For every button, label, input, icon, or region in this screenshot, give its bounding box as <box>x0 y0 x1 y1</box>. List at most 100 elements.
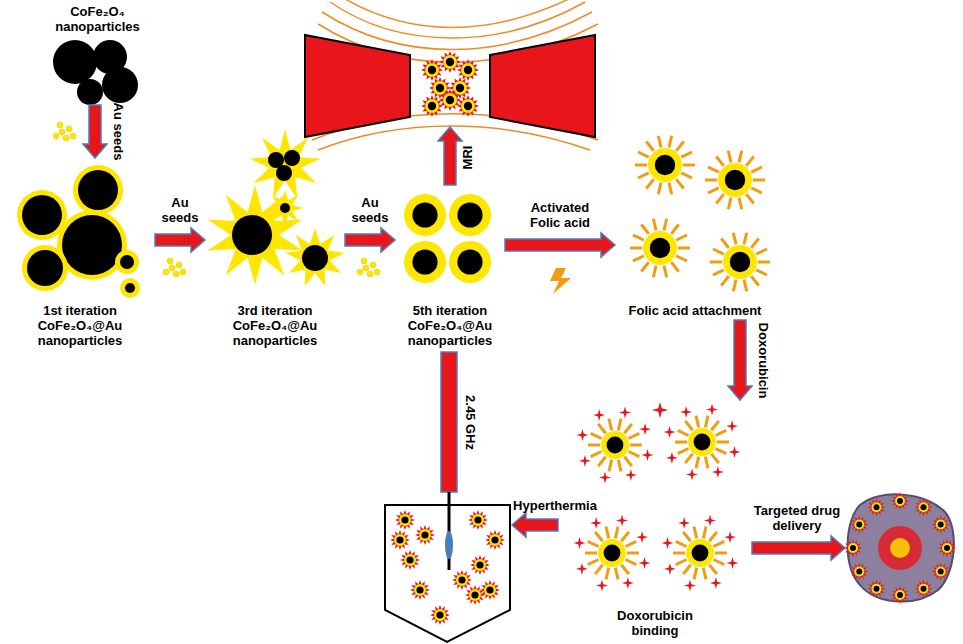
microwave-bar <box>441 352 457 492</box>
ferrite-core <box>232 215 272 255</box>
doxorubicin-mark <box>622 577 634 589</box>
particle-spikes <box>415 525 435 545</box>
particle-spikes <box>844 539 862 557</box>
doxorubicin-mark <box>666 452 678 464</box>
ferrite-core <box>856 522 862 528</box>
block-arrow <box>83 105 107 158</box>
folic-acid-ray <box>669 183 672 195</box>
gold-shell <box>115 250 139 274</box>
particle-spikes <box>932 563 950 581</box>
folic-acid-ray <box>626 541 637 546</box>
gold-shell <box>872 502 882 512</box>
folic-acid-ray <box>675 441 687 444</box>
ferrite-core <box>412 249 437 274</box>
folic-acid-ray <box>711 421 718 430</box>
ferrite-core <box>446 58 454 66</box>
doxorubicin-mark <box>724 531 736 543</box>
ferrite-particle <box>102 67 138 103</box>
doxorubicin-mark <box>662 537 674 549</box>
gold-seed <box>370 262 376 268</box>
folic-acid-ray <box>664 266 667 278</box>
doxorubicin-mark <box>680 406 692 418</box>
magnet-pole <box>490 35 595 137</box>
block-arrow <box>345 228 395 252</box>
particle-spikes <box>938 539 956 557</box>
gold-seed <box>59 129 65 135</box>
gold-seed <box>53 133 59 139</box>
gold-shell <box>854 520 864 530</box>
doxorubicin-mark <box>639 557 651 569</box>
folic-acid-ray <box>696 416 699 428</box>
doxorubicin-mark <box>577 429 589 441</box>
gold-shell <box>469 589 481 601</box>
ferrite-core <box>22 195 62 235</box>
gold-shell <box>443 55 457 69</box>
edge-label: Au seeds <box>111 103 126 161</box>
gold-star <box>207 185 302 285</box>
gold-shell <box>449 241 491 283</box>
folic-acid-ray <box>709 532 716 541</box>
folic-acid-ray <box>676 560 687 565</box>
gold-shell <box>399 514 411 526</box>
gold-shell <box>872 584 882 594</box>
gold-shell <box>643 231 677 265</box>
doxorubicin-mark <box>576 563 588 575</box>
gold-shell <box>601 431 629 459</box>
caption: 1st iteration CoFe₂O₄@Au nanoparticles <box>28 303 132 348</box>
ferrite-core <box>607 437 624 454</box>
folic-acid-ray <box>664 219 667 231</box>
gold-shell <box>404 241 446 283</box>
gold-star <box>286 228 345 286</box>
particle-spikes <box>465 585 485 605</box>
gold-seed <box>66 126 72 132</box>
field-line <box>340 0 575 28</box>
doxorubicin-mark <box>574 537 586 549</box>
folic-acid-ray <box>653 266 656 278</box>
folic-acid-ray <box>606 568 609 580</box>
arrow-shape <box>83 105 107 158</box>
particle-spikes <box>439 89 461 111</box>
particle-spikes <box>915 580 933 598</box>
gold-shell <box>404 194 446 236</box>
doxorubicin-mark <box>579 455 591 467</box>
gold-shell <box>936 567 946 577</box>
particle-spikes <box>421 95 443 117</box>
folic-acid-ray <box>733 233 736 245</box>
gold-shell <box>120 278 140 298</box>
particle-spikes <box>868 498 886 516</box>
ferrite-core <box>944 545 950 551</box>
ferrite-core <box>474 516 481 523</box>
folic-acid-ray <box>721 276 728 285</box>
folic-acid-ray <box>676 256 687 261</box>
particle-spikes <box>400 550 420 570</box>
doxorubicin-mark <box>664 563 676 575</box>
ferrite-core <box>897 498 903 504</box>
folic-acid-ray <box>609 419 612 431</box>
particles <box>17 40 956 625</box>
doxorubicin-mark <box>678 517 690 529</box>
ferrite-core <box>436 84 444 92</box>
folic-acid-ray <box>744 233 747 245</box>
folic-acid-ray <box>638 173 649 178</box>
particle-spikes <box>395 510 415 530</box>
particle-spikes <box>390 530 410 550</box>
annotation-label: MRI <box>461 145 476 169</box>
ferrite-core <box>406 556 413 563</box>
doxorubicin-mark <box>616 515 628 527</box>
folic-acid-ray <box>598 424 605 433</box>
ferrite-core <box>401 516 408 523</box>
edge-label: Au seeds <box>156 195 204 225</box>
particle-spikes <box>868 580 886 598</box>
gold-seed <box>63 135 69 141</box>
gold-seed <box>180 269 186 275</box>
folic-acid-ray <box>751 239 758 248</box>
gold-shell <box>895 590 905 600</box>
tumor-core <box>878 526 922 570</box>
folic-acid-ray <box>633 235 644 240</box>
ferrite-core <box>457 202 482 227</box>
folic-acid-ray <box>681 152 692 157</box>
folic-acid-ray <box>588 444 600 447</box>
folic-acid-ray <box>709 565 716 574</box>
folic-acid-ray <box>638 152 649 157</box>
folic-acid-ray <box>703 568 706 580</box>
